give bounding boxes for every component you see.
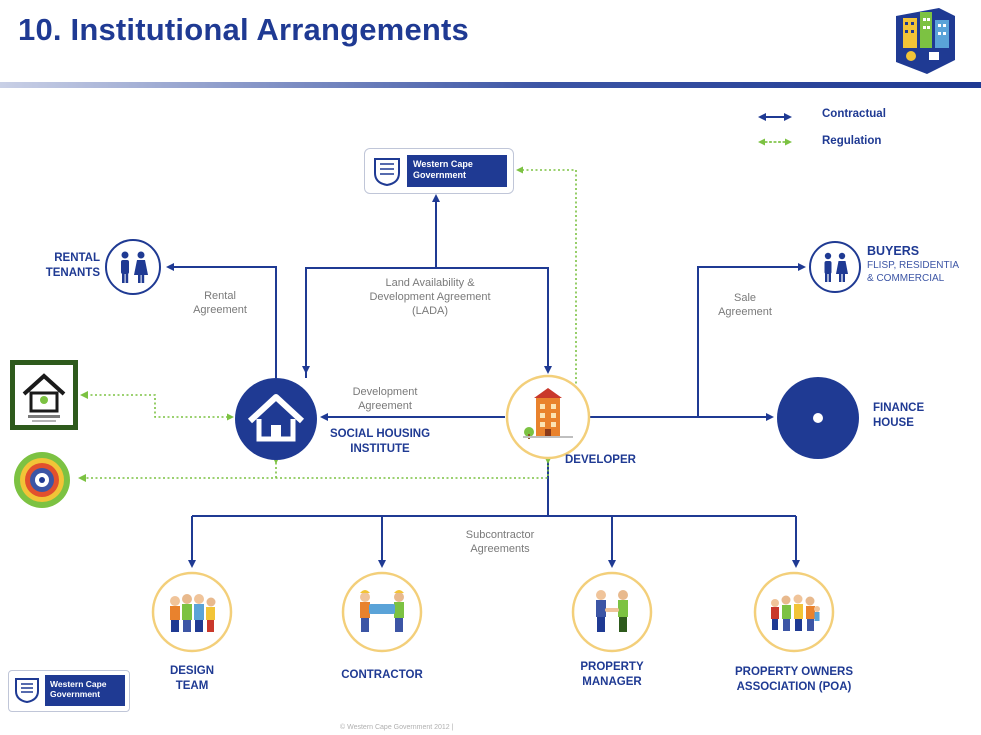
property-manager-line2: MANAGER [582, 676, 642, 688]
property-manager-label: PROPERTY MANAGER [562, 660, 662, 690]
poa-line2: ASSOCIATION (POA) [736, 681, 852, 693]
property-manager-line1: PROPERTY [580, 661, 644, 673]
subcontractor-line2: Agreements [470, 543, 530, 555]
development-agreement-line2: Agreement [358, 400, 412, 412]
buyers-label: BUYERS FLISP, RESIDENTIA & COMMERCIAL [867, 244, 981, 285]
social-housing-line2: INSTITUTE [350, 443, 410, 455]
buyers-line1: FLISP, RESIDENTIA [867, 260, 960, 271]
legend-contractual-label: Contractual [822, 108, 886, 120]
social-housing-line1: SOCIAL HOUSING [329, 428, 431, 440]
development-agreement-label: Development Agreement [330, 385, 440, 413]
social-housing-house-icon [234, 377, 318, 461]
poa-line1: PROPERTY OWNERS [735, 666, 853, 678]
government-footer-line2: Government [50, 689, 101, 699]
rental-tenants-line2: TENANTS [45, 267, 100, 279]
contractor-label: CONTRACTOR [341, 669, 423, 681]
government-name: Western Cape Government [407, 155, 507, 187]
building-collage-icon [891, 6, 961, 76]
developer-label: DEVELOPER [565, 454, 636, 466]
emblem-seal-icon [12, 450, 72, 510]
page-title: 10. Institutional Arrangements [18, 12, 469, 47]
house-seal-icon [10, 360, 78, 430]
developer-building-icon [505, 374, 591, 460]
rental-agreement-line2: Agreement [193, 304, 247, 316]
finance-house-line2: HOUSE [873, 417, 914, 429]
rental-agreement-line1: Rental [204, 290, 236, 302]
sale-agreement-label: Sale Agreement [700, 291, 790, 319]
government-name-line1: Western Cape [413, 159, 473, 169]
subcontractor-line1: Subcontractor [465, 529, 535, 541]
government-logo-footer: Western Cape Government [8, 670, 130, 712]
design-team-line1: DESIGN [169, 665, 215, 677]
buyers-title: BUYERS [867, 244, 920, 258]
lada-line2: Development Agreement [369, 291, 491, 303]
rental-tenants-line1: RENTAL [54, 252, 100, 264]
copyright-footer: © Western Cape Government 2012 | [340, 724, 454, 731]
finance-house-circle-icon [776, 376, 860, 460]
finance-house-label: FINANCE HOUSE [873, 401, 953, 431]
coat-of-arms-footer-icon [13, 676, 41, 704]
lada-agreement-label: Land Availability & Development Agreemen… [330, 276, 530, 318]
rental-tenants-label: RENTAL TENANTS [40, 251, 100, 281]
subcontractor-agreements-label: Subcontractor Agreements [440, 528, 560, 556]
sale-agreement-line2: Agreement [718, 306, 772, 318]
poa-label: PROPERTY OWNERS ASSOCIATION (POA) [724, 665, 864, 695]
design-team-label: DESIGN TEAM [152, 664, 232, 694]
lada-line1: Land Availability & [385, 277, 475, 289]
finance-house-line1: FINANCE [873, 402, 925, 414]
contractor-workers-icon [341, 571, 423, 653]
rental-agreement-label: Rental Agreement [170, 289, 270, 317]
lada-line3: (LADA) [411, 305, 449, 317]
coat-of-arms-icon [371, 155, 403, 187]
government-logo: Western Cape Government [364, 148, 514, 194]
tenants-people-icon [104, 238, 162, 296]
buyers-people-icon [808, 240, 862, 294]
sale-agreement-line1: Sale [733, 292, 757, 304]
government-name-line2: Government [413, 170, 467, 180]
header-rule [0, 82, 981, 88]
design-team-line2: TEAM [175, 680, 209, 692]
development-agreement-line1: Development [352, 386, 418, 398]
design-team-icon [151, 571, 233, 653]
government-footer-name: Western Cape Government [45, 675, 125, 706]
property-manager-handshake-icon [571, 571, 653, 653]
social-housing-label: SOCIAL HOUSING INSTITUTE [300, 427, 460, 457]
legend-regulation-label: Regulation [822, 135, 882, 147]
buyers-line2: & COMMERCIAL [867, 273, 945, 284]
government-footer-line1: Western Cape [50, 679, 107, 689]
poa-group-icon [753, 571, 835, 653]
